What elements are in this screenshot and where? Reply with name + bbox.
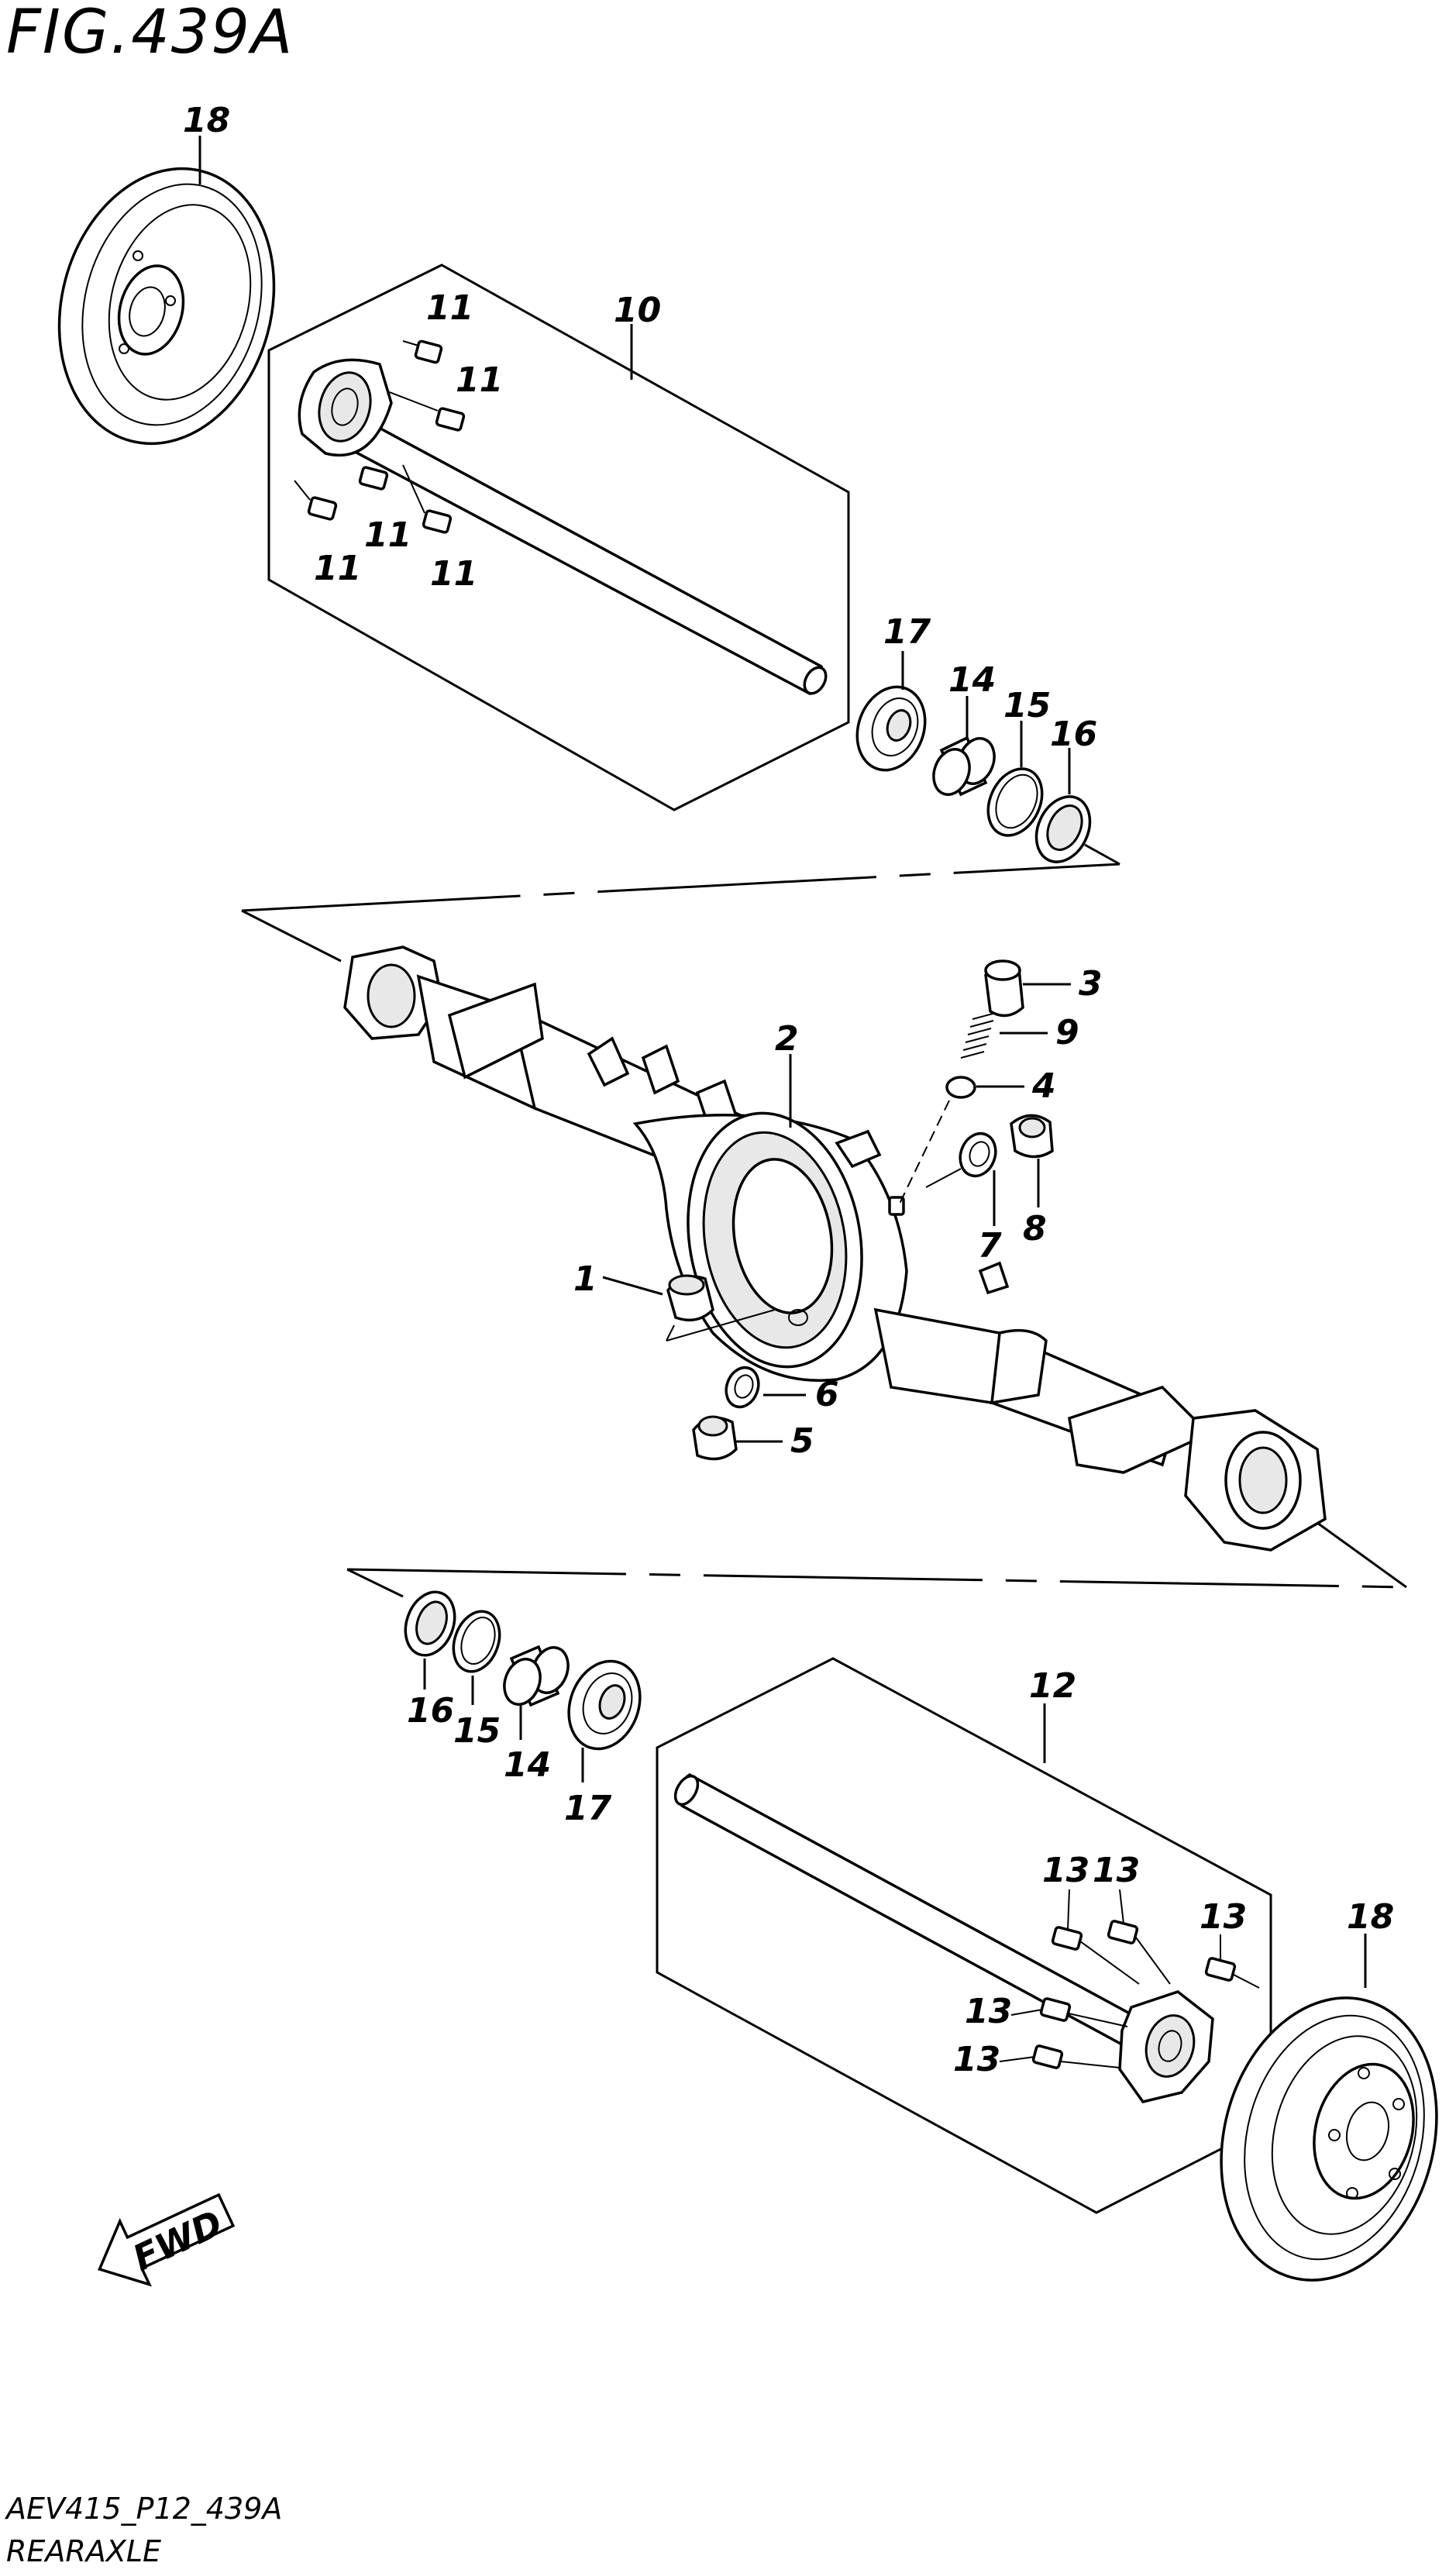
callout-11-d: 11 (314, 549, 361, 588)
callout-16-top: 16 (1050, 715, 1097, 754)
hub-bolt-13-b[interactable] (1107, 1920, 1171, 1985)
retainer-ring-15-top[interactable] (978, 760, 1052, 845)
wheel-bearing-17-top[interactable] (846, 677, 937, 780)
hub-bolt-11-c[interactable] (358, 466, 389, 491)
callout-11-e: 11 (430, 554, 477, 594)
callout-18-bottom: 18 (1347, 1897, 1394, 1937)
callout-17-bottom: 17 (564, 1789, 612, 1828)
rear-axle-shaft-left[interactable] (298, 358, 830, 697)
callout-1: 1 (573, 1259, 597, 1299)
callout-17-top: 17 (883, 612, 931, 652)
brake-drum-left[interactable] (29, 144, 304, 468)
callout-7: 7 (978, 1226, 1002, 1266)
breather-ball-4[interactable] (945, 1076, 976, 1099)
figure-title: FIG.439A (6, 0, 294, 67)
callout-11-c: 11 (364, 515, 411, 555)
callout-13-a: 13 (1042, 1851, 1089, 1890)
hub-bolt-13-e[interactable] (1031, 2044, 1120, 2069)
brake-drum-right[interactable] (1191, 1973, 1456, 2304)
callout-15-bottom: 15 (453, 1711, 501, 1751)
callout-9: 9 (1055, 1013, 1079, 1052)
wheel-bearing-17-bottom[interactable] (557, 1651, 652, 1758)
callout-15-top: 15 (1003, 686, 1051, 725)
hub-bolt-13-a[interactable] (1051, 1926, 1140, 1985)
callout-14-top: 14 (948, 660, 996, 700)
hub-bolt-11-e[interactable] (402, 464, 453, 534)
callout-13-b: 13 (1093, 1851, 1140, 1890)
callout-6: 6 (815, 1375, 839, 1414)
filler-plug-8[interactable] (1010, 1114, 1054, 1159)
retainer-ring-15-bottom[interactable] (446, 1605, 508, 1678)
forward-direction-arrow: FWD (98, 2192, 236, 2287)
callout-13-e: 13 (953, 2040, 1000, 2079)
callout-14-bottom: 14 (504, 1745, 551, 1785)
callout-16-bottom: 16 (407, 1691, 454, 1731)
rear-axle-housing[interactable] (343, 946, 1327, 1552)
hub-bolt-11-a[interactable] (402, 339, 443, 364)
callout-4: 4 (1031, 1066, 1056, 1106)
hub-bolt-11-b[interactable] (387, 391, 466, 432)
callout-12: 12 (1029, 1666, 1076, 1706)
callout-11-a: 11 (426, 288, 473, 328)
drain-plug-gasket-6[interactable] (721, 1363, 763, 1412)
callout-5: 5 (790, 1421, 814, 1461)
drain-plug-gasket-7[interactable] (955, 1128, 1001, 1181)
spacer-14-top[interactable] (928, 733, 1000, 799)
cover-gasket-1[interactable] (666, 1274, 714, 1322)
breather-spring-9[interactable] (960, 1012, 996, 1059)
hub-bolt-13-d[interactable] (1039, 1997, 1128, 2027)
axle-shaft-assembly-box-top (267, 264, 850, 811)
oil-seal-16-top[interactable] (1026, 788, 1100, 871)
callout-3: 3 (1079, 964, 1103, 1004)
callout-2: 2 (775, 1019, 799, 1059)
spacer-14-bottom[interactable] (498, 1642, 574, 1709)
figure-code: AEV415_P12_439A (4, 2492, 282, 2526)
figure-name: REARAXLE (6, 2534, 161, 2568)
hub-bolt-13-c[interactable] (1204, 1957, 1260, 1989)
callout-18-top: 18 (183, 101, 230, 140)
callout-13-d: 13 (965, 1992, 1012, 2031)
hub-bolt-11-d[interactable] (294, 480, 338, 521)
breather-cap-3[interactable] (984, 959, 1024, 1018)
callout-11-b: 11 (456, 360, 503, 400)
callout-13-c: 13 (1200, 1897, 1247, 1937)
callout-10: 10 (614, 291, 661, 330)
callout-8: 8 (1023, 1209, 1047, 1249)
oil-seal-16-bottom[interactable] (397, 1585, 463, 1662)
drain-plug-5[interactable] (692, 1415, 738, 1461)
